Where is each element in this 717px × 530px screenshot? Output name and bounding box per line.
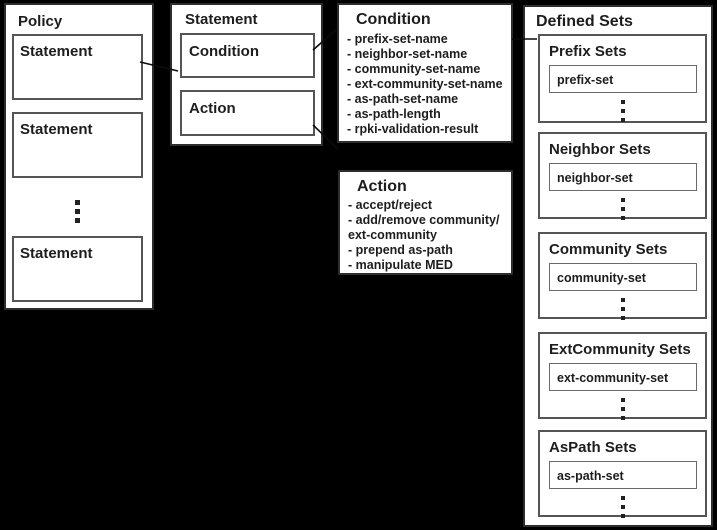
condition-item: - rpki-validation-result [347, 122, 479, 136]
defined-sets-group-aspath: AsPath Sets as-path-set [538, 430, 707, 520]
policy-box: Policy Statement Statement Statement [4, 3, 154, 310]
statement-box-3: Statement [12, 236, 143, 302]
set-item-box: neighbor-set [549, 163, 697, 191]
defined-sets-group-community: Community Sets community-set [538, 232, 707, 322]
condition-item-list: - prefix-set-name - neighbor-set-name - … [347, 32, 503, 137]
vertical-ellipsis [621, 395, 625, 422]
condition-item: - ext-community-set-name [347, 77, 503, 91]
set-item-box: ext-community-set [549, 363, 697, 391]
condition-detail-title: Condition [356, 11, 431, 28]
set-item-box: as-path-set [549, 461, 697, 489]
group-title: AsPath Sets [549, 439, 637, 456]
policy-title: Policy [18, 13, 63, 30]
action-item: - prepend as-path [348, 243, 453, 257]
condition-item: - community-set-name [347, 62, 481, 76]
condition-item: - as-path-set-name [347, 92, 459, 106]
defined-sets-group-extcommunity: ExtCommunity Sets ext-community-set [538, 332, 707, 422]
vertical-ellipsis [621, 97, 625, 124]
action-item: - accept/reject [348, 198, 433, 212]
statement-box-2: Statement [12, 112, 143, 178]
set-item-label: community-set [557, 271, 646, 285]
statement-label: Statement [20, 121, 93, 138]
statement-detail-box: Statement Condition Action [170, 3, 323, 146]
action-item-wrap: ext-community [348, 228, 437, 242]
set-item-label: ext-community-set [557, 371, 669, 385]
action-detail-title: Action [357, 178, 407, 195]
vertical-ellipsis [75, 198, 80, 225]
group-title: ExtCommunity Sets [549, 341, 691, 358]
action-item: - manipulate MED [348, 258, 453, 272]
set-item-box: prefix-set [549, 65, 697, 93]
set-item-label: as-path-set [557, 469, 624, 483]
statement-box-1: Statement [12, 34, 143, 100]
set-item-box: community-set [549, 263, 697, 291]
vertical-ellipsis [621, 295, 625, 322]
statement-detail-title: Statement [185, 11, 258, 28]
defined-sets-group-prefix: Prefix Sets prefix-set [538, 34, 707, 123]
action-item: - add/remove community/ [348, 213, 500, 227]
condition-detail-box: Condition - prefix-set-name - neighbor-s… [337, 3, 513, 143]
statement-condition-box: Condition [180, 33, 315, 78]
statement-action-box: Action [180, 90, 315, 136]
condition-label: Condition [189, 43, 259, 60]
condition-item: - prefix-set-name [347, 32, 448, 46]
defined-sets-box: Defined Sets Prefix Sets prefix-set Neig… [523, 5, 713, 527]
action-detail-box: Action - accept/reject - add/remove comm… [338, 170, 513, 275]
action-item-list: - accept/reject - add/remove community/ … [348, 198, 499, 273]
set-item-label: neighbor-set [557, 171, 633, 185]
group-title: Prefix Sets [549, 43, 627, 60]
action-label: Action [189, 100, 236, 117]
condition-item: - neighbor-set-name [347, 47, 468, 61]
set-item-label: prefix-set [557, 73, 614, 87]
group-title: Neighbor Sets [549, 141, 651, 158]
statement-label: Statement [20, 43, 93, 60]
condition-item: - as-path-length [347, 107, 441, 121]
defined-sets-title: Defined Sets [536, 13, 633, 30]
group-title: Community Sets [549, 241, 668, 258]
defined-sets-group-neighbor: Neighbor Sets neighbor-set [538, 132, 707, 222]
statement-label: Statement [20, 245, 93, 262]
vertical-ellipsis [621, 493, 625, 520]
vertical-ellipsis [621, 195, 625, 222]
